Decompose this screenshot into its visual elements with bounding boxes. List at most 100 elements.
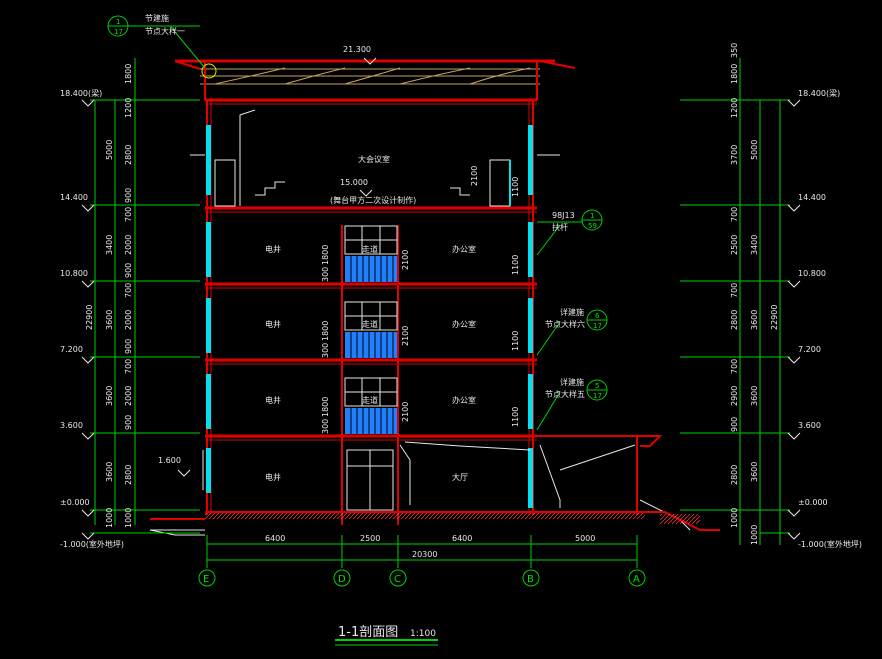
level-right: 14.400 <box>798 193 826 202</box>
axis-label: E <box>203 574 209 585</box>
room-label: 办公室 <box>452 319 476 329</box>
canopy-level-label: 1.600 <box>158 456 181 465</box>
dim-left-inner: 1800 <box>124 64 133 84</box>
dim-left-inner: 700 <box>124 207 133 222</box>
level-left: 18.400(梁) <box>60 89 102 98</box>
ground-extension <box>537 435 691 531</box>
right-dimension-lines <box>680 58 790 545</box>
dim-right-inner: 700 <box>730 283 739 298</box>
stage-level-label: 15.000 <box>340 178 368 187</box>
dim-right-inner: 1200 <box>730 98 739 118</box>
callout-den: 17 <box>593 322 602 330</box>
dim-right-inner: 2900 <box>730 386 739 406</box>
window-dim: 2100 <box>401 250 410 270</box>
dim-left-inner: 2000 <box>124 386 133 406</box>
window-dim: 300 <box>321 267 330 282</box>
callout-den: 59 <box>588 222 597 230</box>
drawing-title: 1-1剖面图 <box>338 625 398 640</box>
dim-left-inner: 2000 <box>124 235 133 255</box>
level-right: 7.200 <box>798 345 821 354</box>
level-left: 3.600 <box>60 421 83 430</box>
left-dimension-lines <box>90 58 200 534</box>
room-label: 电井 <box>265 472 281 482</box>
entrance <box>202 441 531 505</box>
callout-text: 节点大样一 <box>145 26 185 36</box>
window-dim: 1800 <box>321 321 330 341</box>
dim-bottom-total: 20300 <box>412 550 437 559</box>
top-level-label: 21.300 <box>343 45 371 54</box>
dim-left-inner: 900 <box>124 188 133 203</box>
window-dim: 300 <box>321 343 330 358</box>
dim-right-outer: 1000 <box>750 525 759 545</box>
window-dim: 2100 <box>401 326 410 346</box>
callout-text: 节建施 <box>145 13 169 23</box>
dim-left-total: 22900 <box>85 305 94 330</box>
level-right: 18.400(梁) <box>798 89 840 98</box>
dim-right-outer: 3400 <box>750 235 759 255</box>
callout-den: 17 <box>593 392 602 400</box>
callout-num: 1 <box>590 212 594 220</box>
drawing-scale: 1:100 <box>410 629 436 639</box>
dim-left-inner: 900 <box>124 415 133 430</box>
stage-note: (舞台甲方二次设计制作) <box>330 195 416 205</box>
level-right: ±0.000 <box>798 498 828 507</box>
callout-num: 5 <box>595 382 599 390</box>
drawing-text: 21.300 大会议室 15.000 (舞台甲方二次设计制作) 电井 走道 办公… <box>60 13 862 640</box>
room-label: 电井 <box>265 319 281 329</box>
dim-right-inner: 2800 <box>730 310 739 330</box>
dim-left-inner: 900 <box>124 339 133 354</box>
callout-text: 扶杆 <box>552 222 568 232</box>
dim-left-outer: 1000 <box>105 508 114 528</box>
room-label: 走道 <box>362 319 378 329</box>
hall-label: 大会议室 <box>358 154 390 164</box>
callout-bubbles <box>107 15 608 431</box>
dim-left-inner: 1200 <box>124 98 133 118</box>
door-dim: 1100 <box>511 255 520 275</box>
dim-left-outer: 3600 <box>105 310 114 330</box>
grid-axis-markers <box>198 569 646 587</box>
axis-label: B <box>527 574 534 585</box>
door-dim: 2100 <box>470 166 479 186</box>
room-label: 走道 <box>362 244 378 254</box>
level-left: ±0.000 <box>60 498 90 507</box>
dim-right-outer: 3600 <box>750 462 759 482</box>
level-markers <box>81 57 801 540</box>
door-dim: 1100 <box>511 331 520 351</box>
dim-left-outer: 3600 <box>105 462 114 482</box>
hall-interior <box>190 109 560 207</box>
level-right: 3.600 <box>798 421 821 430</box>
level-right: 10.800 <box>798 269 826 278</box>
window-dim: 2100 <box>401 402 410 422</box>
callout-num: 1 <box>116 18 120 26</box>
glazing <box>206 125 533 508</box>
dim-left-inner: 2000 <box>124 310 133 330</box>
dim-left-inner: 2800 <box>124 145 133 165</box>
dim-left-inner: 700 <box>124 359 133 374</box>
dim-right-outer: 3600 <box>750 310 759 330</box>
level-left: 10.800 <box>60 269 88 278</box>
callout-text: 98J13 <box>552 211 575 220</box>
dim-left-inner: 700 <box>124 283 133 298</box>
window-dim: 300 <box>321 419 330 434</box>
window-dim: 1800 <box>321 397 330 417</box>
dim-left-outer: 3400 <box>105 235 114 255</box>
bottom-dimension-lines <box>206 535 638 568</box>
level-left: -1.000(室外地坪) <box>60 539 124 549</box>
axis-label: A <box>633 574 640 585</box>
dim-right-inner: 700 <box>730 359 739 374</box>
dim-left-outer: 3600 <box>105 386 114 406</box>
room-label: 大厅 <box>452 472 468 482</box>
level-right: -1.000(室外地坪) <box>798 539 862 549</box>
dim-left-inner: 1000 <box>124 508 133 528</box>
room-label: 办公室 <box>452 244 476 254</box>
dim-right-inner: 1800 <box>730 64 739 84</box>
roof-structure <box>174 59 576 100</box>
dim-right-inner: 1000 <box>730 508 739 528</box>
callout-num: 6 <box>595 312 600 320</box>
foundation <box>149 511 720 536</box>
callout-text: 节点大样五 <box>545 389 585 399</box>
axis-label: C <box>394 574 401 585</box>
door-dim: 1100 <box>511 177 520 197</box>
dim-bottom: 5000 <box>575 534 595 543</box>
dim-right-inner: 2500 <box>730 235 739 255</box>
